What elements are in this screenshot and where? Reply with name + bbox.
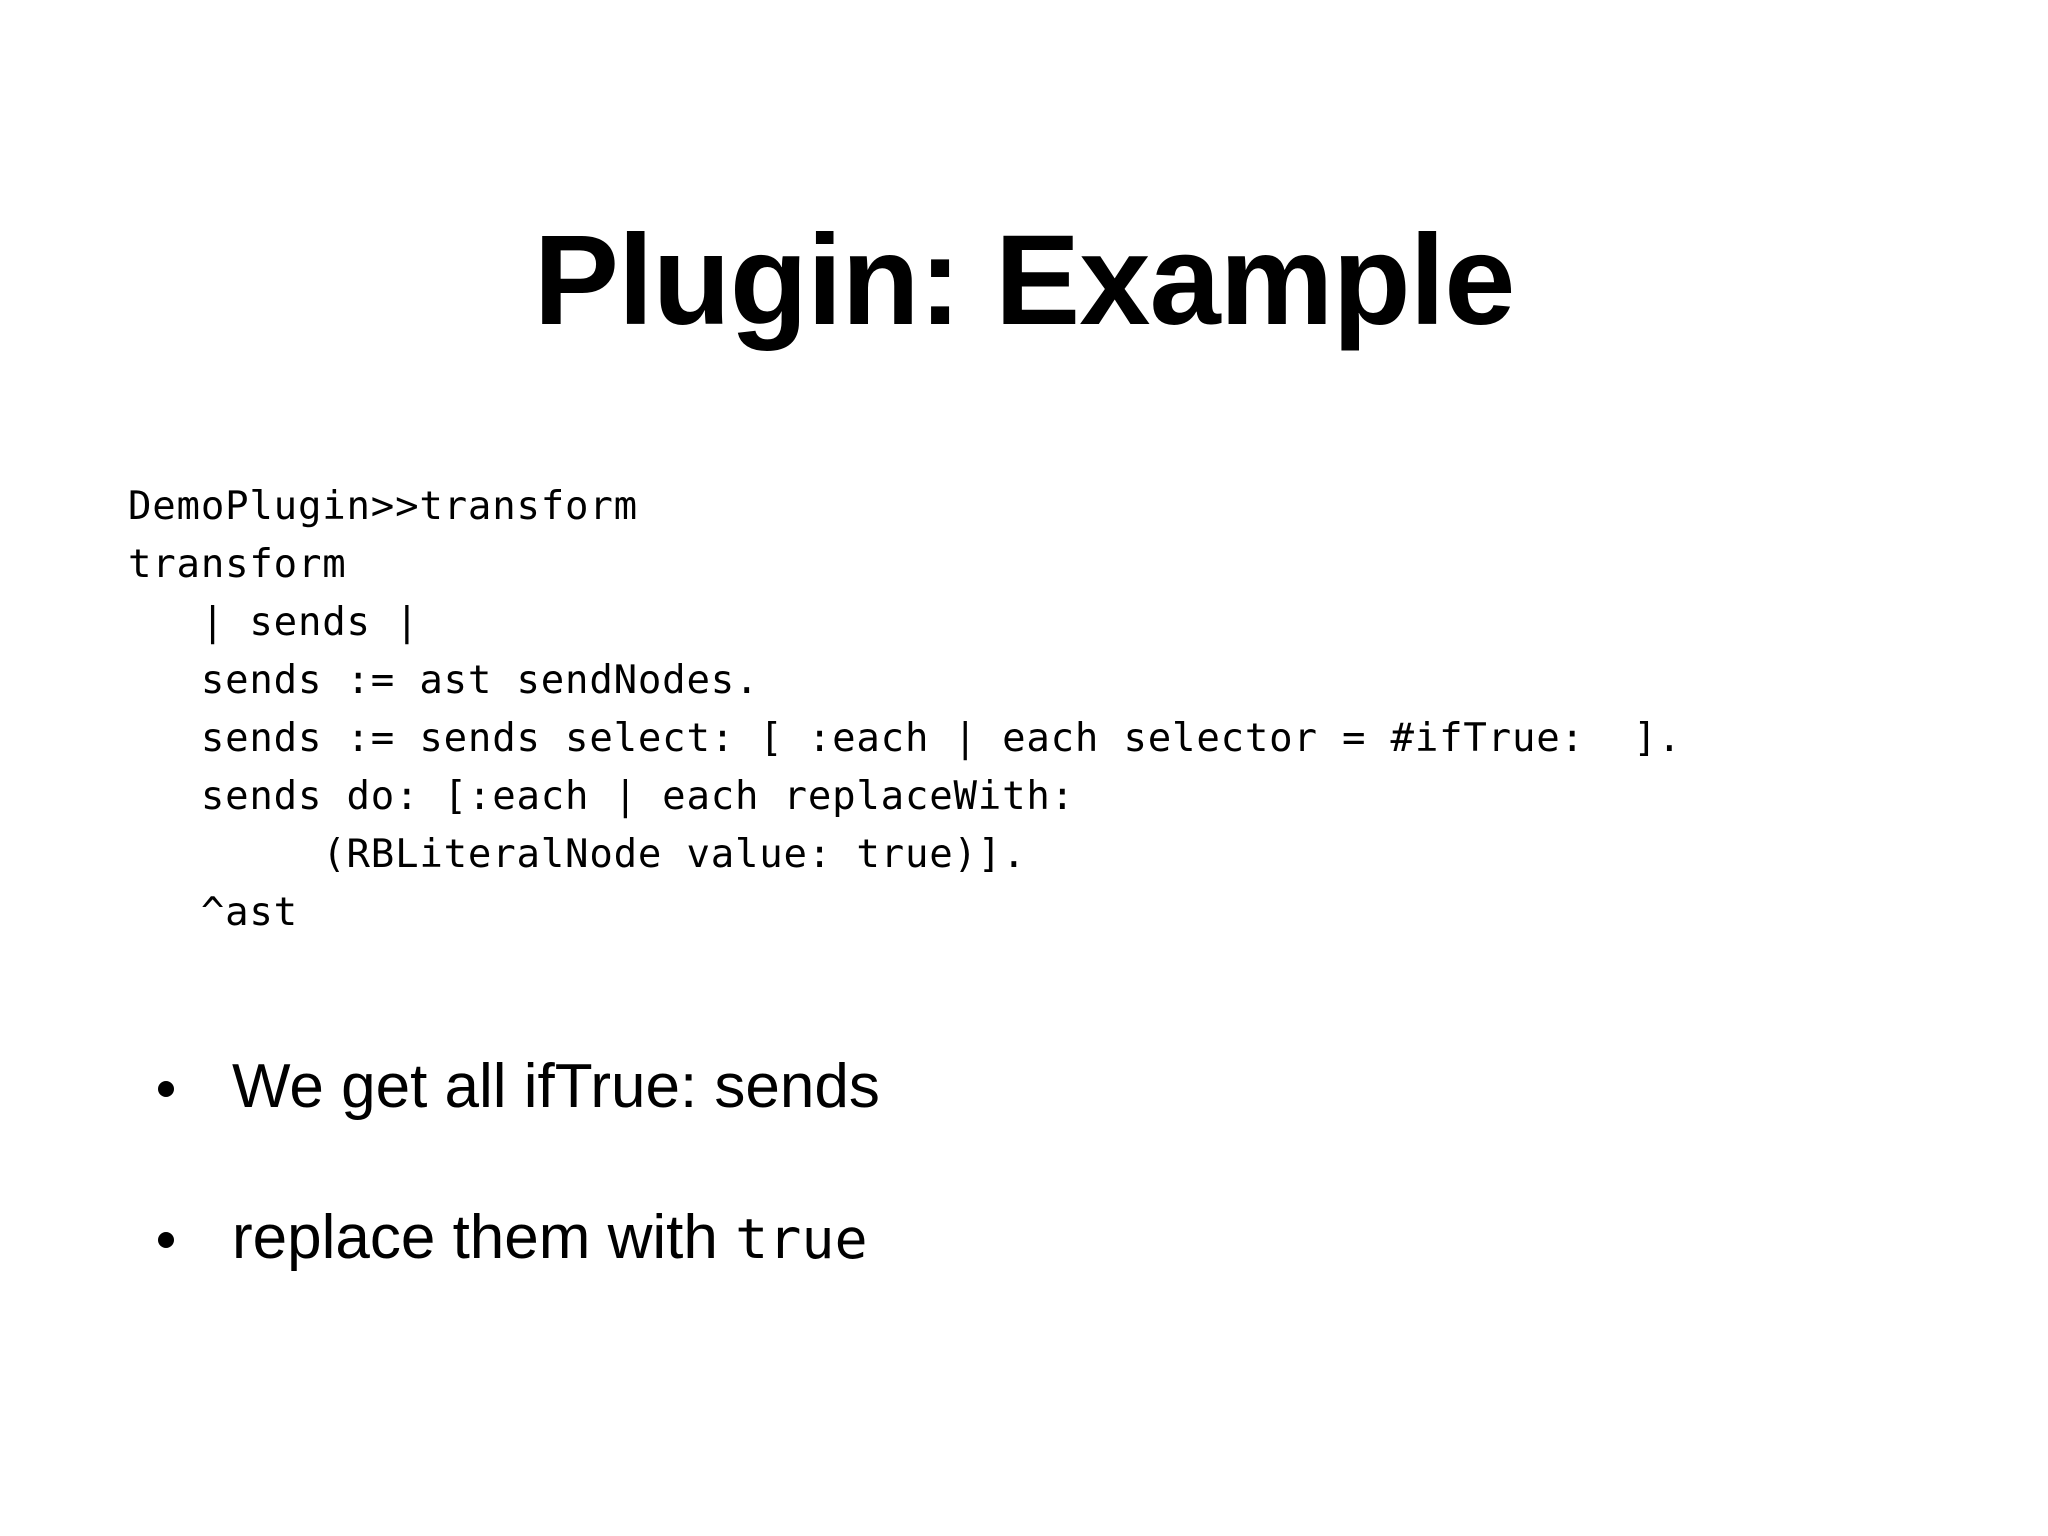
code-line-6: sends do: [:each | each replaceWith: <box>128 774 1075 819</box>
bullet-dot-icon <box>158 1232 174 1249</box>
code-block: DemoPlugin>>transform transform | sends … <box>128 478 2008 942</box>
bullet-code-literal: true <box>735 1207 868 1272</box>
list-item: replace them with true <box>150 1203 1910 1272</box>
code-line-5: sends := sends select: [ :each | each se… <box>128 716 1682 761</box>
bullet-dot-icon <box>158 1081 174 1097</box>
code-line-7: (RBLiteralNode value: true)]. <box>128 832 1027 877</box>
bullet-text: replace them with <box>232 1203 736 1273</box>
code-line-2: transform <box>128 542 347 587</box>
code-line-8: ^ast <box>128 890 298 935</box>
bullet-list: We get all ifTrue: sends replace them wi… <box>150 1052 1910 1273</box>
code-line-4: sends := ast sendNodes. <box>128 658 760 703</box>
list-item: We get all ifTrue: sends <box>150 1052 1910 1121</box>
code-line-3: | sends | <box>128 600 420 645</box>
bullet-text: We get all ifTrue: sends <box>232 1052 880 1121</box>
page-title: Plugin: Example <box>533 208 1516 352</box>
code-line-1: DemoPlugin>>transform <box>128 484 638 529</box>
